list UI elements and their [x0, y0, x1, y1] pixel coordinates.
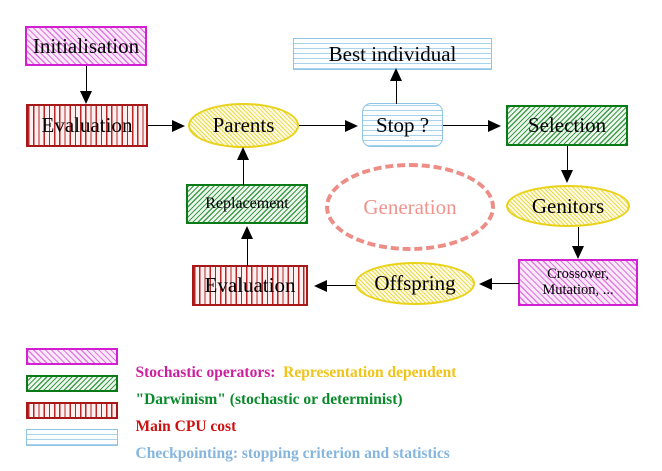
node-replacement-label: Replacement: [205, 194, 289, 212]
edge-crossover-to-offspring: [492, 283, 519, 285]
arrowhead-stop-to-best-individual: [390, 68, 402, 81]
edge-stop-to-best-individual: [396, 78, 398, 104]
legend-text-0: Stochastic operators: Representation dep…: [120, 346, 457, 400]
node-generation-label: Generation: [363, 194, 457, 219]
legend-swatch-3: [26, 429, 118, 446]
node-best-individual[interactable]: Best individual: [293, 38, 492, 70]
edge-evaluation-to-parents: [148, 125, 174, 127]
legend-text-2-part1: Main CPU cost: [135, 418, 237, 435]
edge-evaluation-to-replacement: [247, 236, 249, 266]
arrowhead-evaluation-to-parents: [172, 120, 185, 132]
legend-text-0-part1: Stochastic operators:: [135, 364, 276, 381]
legend-text-3-part1: Checkpointing: stopping criterion and st…: [135, 445, 450, 462]
legend-text-1-part1: "Darwinism" (stochastic or determinist): [135, 391, 403, 408]
edge-initialisation-to-evaluation: [86, 66, 88, 93]
edge-stop-to-selection: [443, 125, 489, 127]
legend-swatch-2: [26, 402, 118, 419]
node-stop-label: Stop ?: [375, 112, 430, 137]
edge-parents-to-stop: [299, 125, 347, 127]
node-crossover-mutation[interactable]: Crossover, Mutation, ...: [518, 259, 638, 306]
node-evaluation-top[interactable]: Evaluation: [26, 104, 148, 147]
legend-text-0-part2: Representation dependent: [275, 364, 457, 381]
node-genitors[interactable]: Genitors: [506, 185, 630, 227]
legend-text-2: Main CPU cost: [120, 400, 237, 454]
arrowhead-evaluation-to-replacement: [241, 226, 253, 239]
node-replacement[interactable]: Replacement: [186, 184, 308, 224]
node-crossover-mutation-label: Crossover, Mutation, ...: [542, 266, 614, 298]
node-stop[interactable]: Stop ?: [362, 103, 443, 147]
node-selection-label: Selection: [527, 113, 607, 138]
legend-text-3: Checkpointing: stopping criterion and st…: [120, 427, 450, 471]
edge-genitors-to-crossover: [578, 227, 580, 247]
node-parents-label: Parents: [212, 113, 275, 138]
arrowhead-replacement-to-parents: [237, 147, 249, 160]
node-best-individual-label: Best individual: [328, 41, 457, 66]
node-evaluation-bottom-label: Evaluation: [204, 273, 296, 298]
arrowhead-selection-to-genitors: [561, 170, 573, 183]
node-offspring-label: Offspring: [374, 271, 456, 296]
legend-text-1: "Darwinism" (stochastic or determinist): [120, 373, 403, 427]
node-evaluation-bottom[interactable]: Evaluation: [192, 265, 308, 306]
node-selection[interactable]: Selection: [506, 105, 628, 146]
node-initialisation[interactable]: Initialisation: [25, 26, 147, 66]
node-genitors-label: Genitors: [531, 193, 605, 218]
node-offspring[interactable]: Offspring: [355, 262, 475, 305]
node-initialisation-label: Initialisation: [32, 33, 140, 58]
node-evaluation-top-label: Evaluation: [41, 113, 133, 138]
legend-swatch-0: [26, 348, 118, 365]
arrowhead-stop-to-selection: [488, 120, 501, 132]
arrowhead-parents-to-stop: [345, 120, 358, 132]
node-generation: Generation: [325, 163, 495, 251]
arrowhead-offspring-to-evaluation: [314, 280, 327, 292]
edge-selection-to-genitors: [567, 146, 569, 172]
arrowhead-genitors-to-crossover: [572, 246, 584, 259]
node-parents[interactable]: Parents: [188, 103, 299, 148]
edge-replacement-to-parents: [243, 158, 245, 185]
legend-swatch-1: [26, 375, 118, 392]
edge-offspring-to-evaluation: [327, 285, 356, 287]
arrowhead-initialisation-to-evaluation: [80, 91, 92, 104]
arrowhead-crossover-to-offspring: [479, 278, 492, 290]
